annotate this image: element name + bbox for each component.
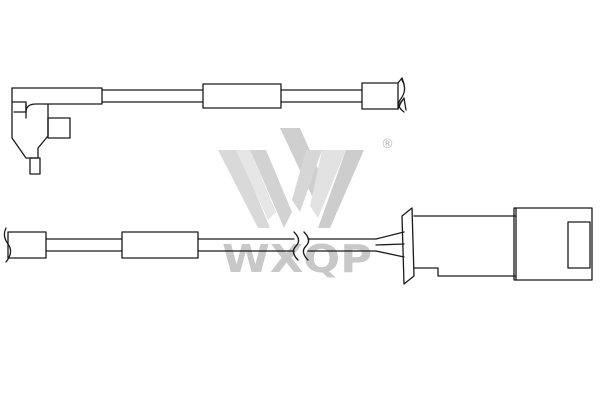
watermark-logo-icon [218,128,364,228]
upper-wire-end-sleeve [361,82,399,110]
lower-wire-left-sleeve [7,231,47,259]
lower-wire-mid-sleeve [121,231,199,259]
upper-wire-sleeve [202,83,282,109]
upper-sensor-head [11,87,103,175]
lower-connector [401,207,593,285]
connector-plug-face [567,221,591,269]
lower-wire [3,227,405,263]
watermark-registered-mark: ® [381,137,394,152]
connector-plug-body [513,207,593,281]
upper-wire [101,77,407,113]
